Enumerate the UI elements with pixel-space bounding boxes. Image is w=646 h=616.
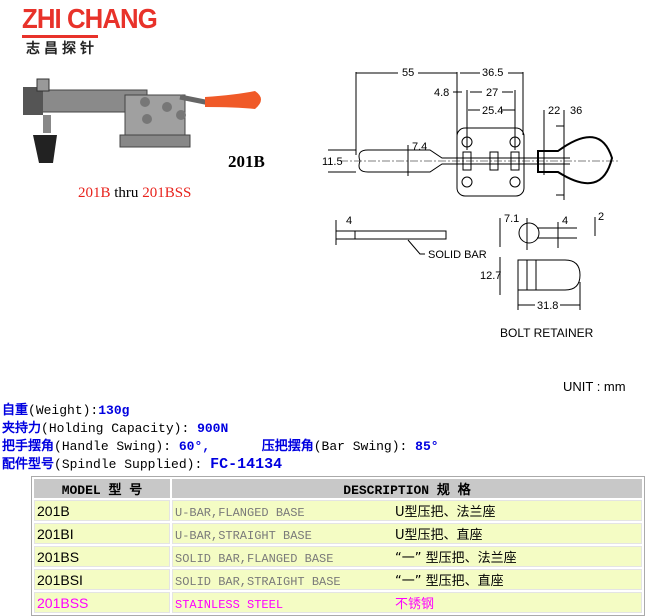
range-start: 201B [78, 185, 111, 201]
dim-27: 27 [486, 87, 498, 99]
description-zh: 不锈钢 [395, 597, 435, 612]
header-description: DESCRIPTION 规 格 [172, 479, 642, 498]
dim-36-5: 36.5 [482, 67, 503, 79]
dim-2: 2 [598, 211, 604, 223]
spec-weight-en: (Weight): [28, 403, 99, 418]
description-cell: SOLID BAR,STRAIGHT BASE “一” 型压把、直座 [172, 569, 642, 590]
dim-4-solid: 4 [346, 215, 352, 227]
range-end: 201BSS [142, 185, 192, 201]
description-zh: “一” 型压把、法兰座 [395, 551, 517, 566]
dim-12-7: 12.7 [480, 270, 501, 282]
dim-22: 22 [548, 105, 560, 117]
logo [20, 2, 100, 58]
model-cell: 201B [34, 500, 170, 521]
table-row: 201BI U-BAR,STRAIGHT BASE U型压把、直座 [34, 523, 642, 544]
spec-spindle-en: (Spindle Supplied): [54, 457, 203, 472]
spec-swing: 把手摆角(Handle Swing): 60°, 压把摆角(Bar Swing)… [2, 438, 439, 455]
dim-55: 55 [402, 67, 414, 79]
solid-bar-label: SOLID BAR [428, 249, 487, 261]
dim-7-1: 7.1 [504, 213, 519, 225]
spec-handle-swing-value: 60°, [178, 439, 211, 454]
description-en: U-BAR,STRAIGHT BASE [175, 529, 312, 543]
product-photo [23, 78, 261, 163]
spec-bar-swing-value: 85° [415, 439, 439, 454]
technical-drawing: 55 36.5 4.8 27 25.4 22 36 7.4 11.5 4 7.1… [322, 67, 620, 340]
bolt-retainer-label: BOLT RETAINER [500, 326, 594, 340]
description-en: SOLID BAR,STRAIGHT BASE [175, 575, 341, 589]
description-zh: U型压把、直座 [395, 528, 483, 543]
spec-weight: 自重(Weight):130g [2, 402, 129, 419]
dim-25-4: 25.4 [482, 105, 503, 117]
spec-spindle-value: FC-14134 [210, 456, 283, 473]
description-cell: STAINLESS STEEL 不锈钢 [172, 592, 642, 613]
header-model: MODEL 型 号 [34, 479, 170, 498]
spec-spindle-cn: 配件型号 [2, 457, 55, 472]
spec-holding-en: (Holding Capacity): [41, 421, 190, 436]
logo-text: ZHI CHANG [22, 3, 158, 34]
model-table: MODEL 型 号 DESCRIPTION 规 格 201B U-BAR,FLA… [31, 476, 645, 616]
model-cell: 201BS [34, 546, 170, 567]
table-row: 201BS SOLID BAR,FLANGED BASE “一” 型压把、法兰座 [34, 546, 642, 567]
table-row: 201BSI SOLID BAR,STRAIGHT BASE “一” 型压把、直座 [34, 569, 642, 590]
spec-holding-cn: 夹持力 [2, 421, 42, 436]
description-en: SOLID BAR,FLANGED BASE [175, 552, 334, 566]
dim-36: 36 [570, 105, 582, 117]
description-en: U-BAR,FLANGED BASE [175, 506, 305, 520]
dim-4-8: 4.8 [434, 87, 449, 99]
logo-subtitle: 志昌探针 [26, 41, 98, 57]
spec-weight-cn: 自重 [2, 403, 29, 418]
model-cell: 201BSI [34, 569, 170, 590]
description-cell: SOLID BAR,FLANGED BASE “一” 型压把、法兰座 [172, 546, 642, 567]
spec-spindle: 配件型号(Spindle Supplied): FC-14134 [2, 456, 282, 473]
spec-handle-swing-en: (Handle Swing): [54, 439, 172, 454]
spec-handle-swing-cn: 把手摆角 [2, 439, 55, 454]
dim-4-retainer: 4 [562, 215, 568, 227]
spec-holding-value: 900N [197, 421, 229, 436]
unit-label: UNIT : mm [563, 379, 626, 394]
spec-bar-swing-en: (Bar Swing): [313, 439, 408, 454]
dim-31-8: 31.8 [537, 300, 558, 312]
model-cell: 201BI [34, 523, 170, 544]
dim-11-5: 11.5 [322, 156, 343, 168]
description-cell: U-BAR,STRAIGHT BASE U型压把、直座 [172, 523, 642, 544]
description-zh: “一” 型压把、直座 [395, 574, 504, 589]
model-cell: 201BSS [34, 592, 170, 613]
description-en: STAINLESS STEEL [175, 598, 284, 612]
model-tag: 201B [228, 152, 265, 171]
model-range: 201B thru 201BSS [78, 184, 191, 202]
range-word: thru [114, 185, 139, 201]
spec-bar-swing-cn: 压把摆角 [261, 439, 314, 454]
logo-underline [22, 35, 98, 38]
dim-7-4: 7.4 [412, 141, 427, 153]
table-row: 201B U-BAR,FLANGED BASE U型压把、法兰座 [34, 500, 642, 521]
description-zh: U型压把、法兰座 [395, 505, 496, 520]
spec-weight-value: 130g [98, 403, 130, 418]
spec-holding: 夹持力(Holding Capacity): 900N [2, 420, 228, 437]
table-row: 201BSS STAINLESS STEEL 不锈钢 [34, 592, 642, 613]
description-cell: U-BAR,FLANGED BASE U型压把、法兰座 [172, 500, 642, 521]
